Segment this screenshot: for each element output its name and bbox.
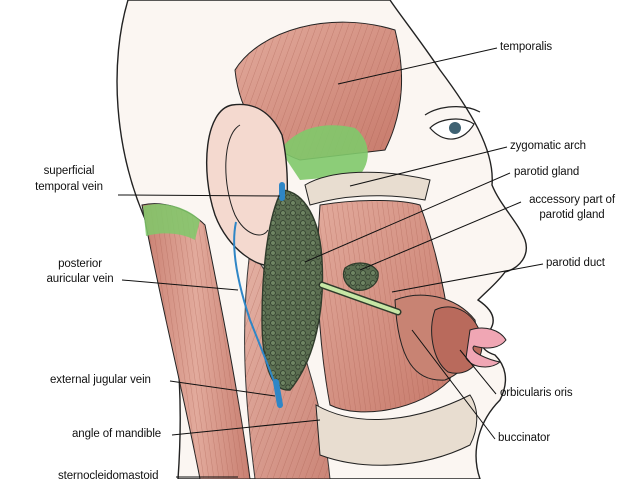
- label-orbicularis-oris: orbicularis oris: [500, 387, 573, 399]
- label-temporalis: temporalis: [500, 41, 553, 53]
- leader-zygomatic: [349, 146, 508, 187]
- label-accessory-parotid-2: parotid gland: [539, 209, 605, 221]
- zygomatic-arch: [304, 171, 431, 206]
- leader-external-jugular: [169, 380, 276, 397]
- leader-angle-mandible: [171, 419, 321, 436]
- leader-duct: [391, 263, 544, 293]
- label-sternocleidomastoid: sternocleidomastoid: [58, 470, 159, 479]
- parotid-gland-shape: [261, 189, 324, 391]
- posterior-auricular-vein: [233, 221, 279, 393]
- label-angle-of-mandible: angle of mandible: [72, 428, 162, 440]
- label-superficial-temporal-1: superficial: [43, 165, 95, 177]
- label-superficial-temporal-2: temporal vein: [35, 181, 103, 193]
- accessory-parotid-shape: [342, 262, 379, 291]
- external-jugular-vein: [273, 379, 283, 408]
- leader-lines: [117, 47, 544, 478]
- label-posterior-auricular-1: posterior: [58, 258, 102, 270]
- lips: [465, 327, 507, 368]
- leader-posterior-auricular: [121, 279, 239, 291]
- label-accessory-parotid-1: accessory part of: [529, 194, 615, 206]
- label-parotid-duct: parotid duct: [546, 257, 605, 269]
- leader-orbicularis: [459, 349, 497, 395]
- leader-accessory: [359, 201, 522, 271]
- label-posterior-auricular-2: auricular vein: [46, 273, 114, 285]
- label-zygomatic-arch: zygomatic arch: [510, 140, 586, 152]
- leader-superficial-temporal: [117, 194, 281, 197]
- label-external-jugular-vein: external jugular vein: [50, 374, 151, 386]
- label-parotid-gland: parotid gland: [514, 166, 580, 178]
- temporal-fascia: [280, 125, 368, 180]
- leader-temporalis: [337, 47, 498, 85]
- leader-parotid: [304, 172, 511, 263]
- mandible: [315, 394, 478, 466]
- scm-green-fascia: [143, 203, 200, 240]
- leader-buccinator: [411, 329, 496, 440]
- label-buccinator: buccinator: [498, 432, 551, 444]
